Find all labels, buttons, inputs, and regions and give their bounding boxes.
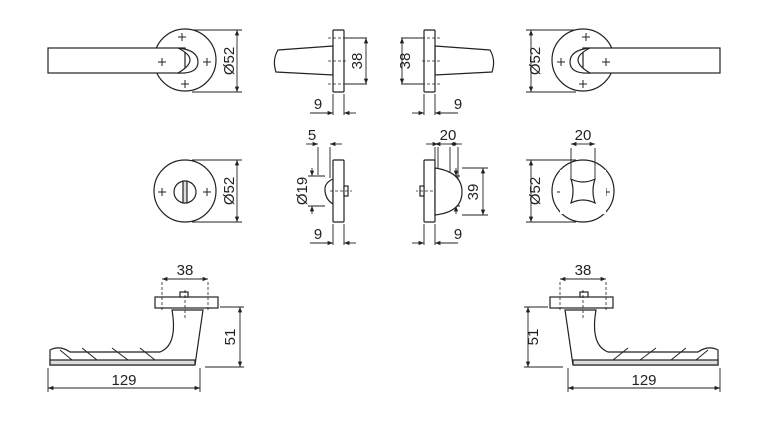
wc-knob-dome [434, 167, 463, 216]
dim-rosette-spacing-right: 38 [397, 53, 414, 70]
wc-turn-knob [569, 177, 597, 205]
dim-thickness: 9 [314, 96, 322, 113]
wc-side-view [306, 141, 356, 245]
turn-dim-lines [570, 148, 596, 178]
dim-wc-thickness: 9 [314, 226, 322, 243]
lever-profile-view [47, 276, 244, 392]
dim-lever-length: 129 [111, 372, 136, 389]
left-half-views [47, 28, 369, 392]
dim-turn-height: 39 [465, 184, 482, 201]
dim-wc-rosette-diameter-right: Ø52 [527, 177, 544, 205]
dim-turn-width: 20 [575, 127, 592, 144]
dim-rosette-diameter-right: Ø52 [527, 47, 544, 75]
dim-lever-height-right: 51 [525, 329, 542, 346]
dim-rosette-spacing: 38 [349, 53, 366, 70]
dim-lever-height: 51 [222, 329, 239, 346]
dim-wc-thickness-right: 9 [454, 226, 462, 243]
lever-front-view [47, 28, 217, 92]
dim-turn-depth: 20 [440, 127, 457, 144]
dim-knob-diameter: Ø19 [294, 177, 311, 205]
dim-knob-offset: 5 [308, 127, 316, 144]
dim-lever-rosette-spacing-right: 38 [575, 262, 592, 279]
dim-rosette-diameter: Ø52 [221, 47, 238, 75]
dim-lever-rosette-spacing: 38 [177, 262, 194, 279]
dim-lever-length-right: 129 [631, 372, 656, 389]
lever-side-view [273, 29, 369, 115]
dim-thickness-right: 9 [454, 96, 462, 113]
wc-rosette-front-view [153, 159, 217, 223]
dim-wc-rosette-diameter: Ø52 [221, 177, 238, 205]
